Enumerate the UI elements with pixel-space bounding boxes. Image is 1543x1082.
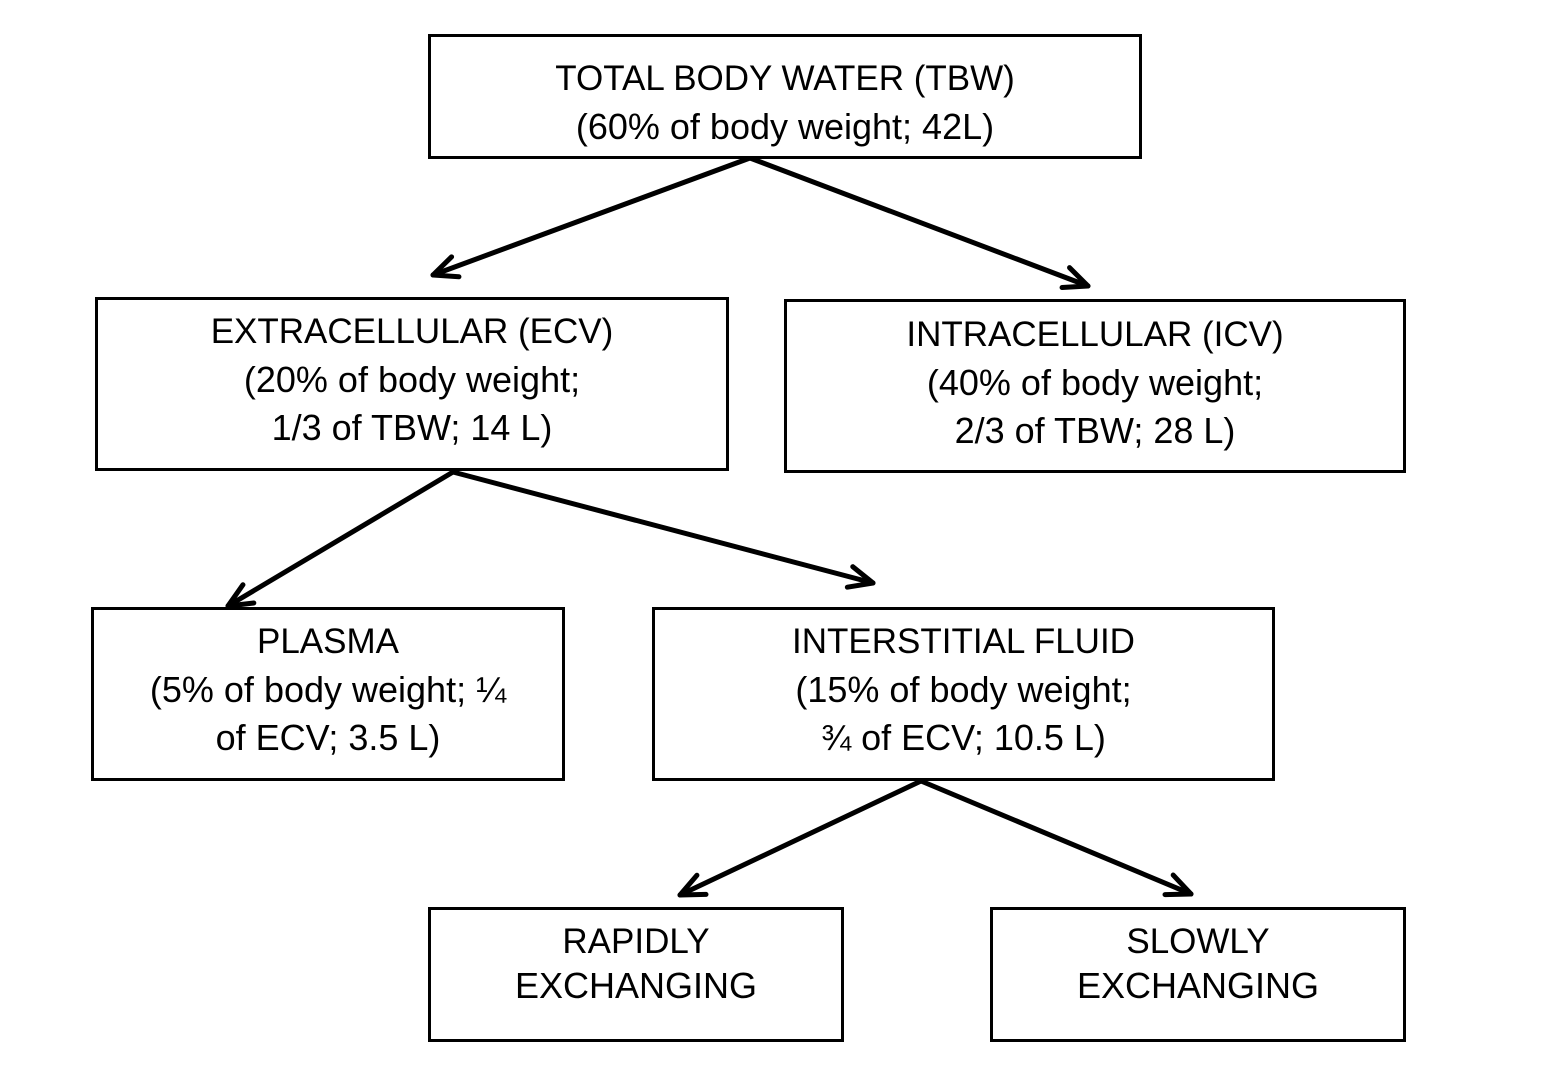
node-detail: (15% of body weight; [795,669,1132,710]
node-detail: 1/3 of TBW; 14 L) [271,407,553,448]
node-detail: ¾ of ECV; 10.5 L) [821,717,1106,758]
arrow-interstitial-to-rapid [677,778,924,898]
node-detail: of ECV; 3.5 L) [215,717,441,758]
node-title: EXTRACELLULAR (ECV) [210,312,614,351]
node-title: RAPIDLY [562,922,710,961]
arrow-head [430,254,462,280]
arrow-shaft [450,469,876,586]
node-detail: (40% of body weight; [926,362,1264,403]
arrow-head [844,564,876,590]
arrow-tbw-to-ecv [430,155,753,280]
node-title: INTRACELLULAR (ICV) [906,315,1284,354]
node-interstitial-fluid: INTERSTITIAL FLUID (15% of body weight; … [652,607,1275,781]
arrow-ecv-to-plasma [225,469,456,609]
arrow-tbw-to-icv [747,155,1091,291]
node-total-body-water: TOTAL BODY WATER (TBW) (60% of body weig… [428,34,1142,159]
arrow-shaft [747,155,1091,289]
node-detail: EXCHANGING [514,965,758,1006]
node-detail: (5% of body weight; ¼ [149,669,507,710]
node-detail: (60% of body weight; 42L) [575,106,995,147]
arrow-shaft [677,778,924,898]
node-detail: EXCHANGING [1076,965,1320,1006]
arrow-interstitial-to-slow [918,778,1194,898]
node-detail: 2/3 of TBW; 28 L) [954,410,1236,451]
node-title: INTERSTITIAL FLUID [792,622,1135,661]
node-title: PLASMA [257,622,399,661]
arrow-shaft [430,155,753,278]
arrow-head [1059,265,1091,291]
node-extracellular: EXTRACELLULAR (ECV) (20% of body weight;… [95,297,729,471]
arrow-ecv-to-interstitial [450,469,876,590]
node-slowly-exchanging: SLOWLY EXCHANGING [990,907,1406,1042]
arrow-head [1162,872,1194,898]
arrow-shaft [918,778,1194,897]
node-intracellular: INTRACELLULAR (ICV) (40% of body weight;… [784,299,1406,473]
node-title: TOTAL BODY WATER (TBW) [555,59,1015,98]
node-plasma: PLASMA (5% of body weight; ¼ of ECV; 3.5… [91,607,565,781]
arrow-head [225,582,257,609]
node-detail: (20% of body weight; [243,359,581,400]
arrow-shaft [225,469,456,609]
arrow-head [677,872,709,898]
node-title: SLOWLY [1126,922,1270,961]
node-rapidly-exchanging: RAPIDLY EXCHANGING [428,907,844,1042]
